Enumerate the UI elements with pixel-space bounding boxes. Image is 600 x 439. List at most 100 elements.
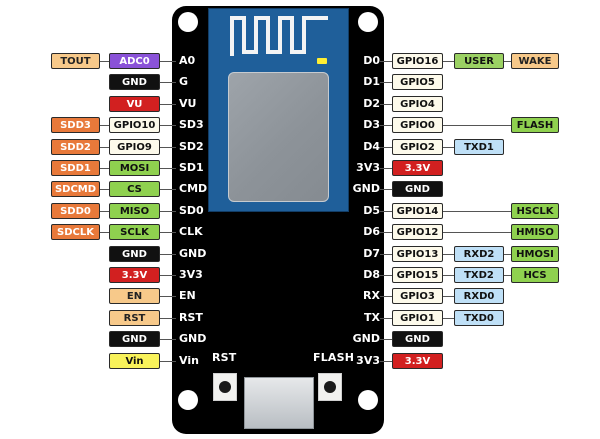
connector-line	[380, 360, 392, 362]
left-pin-label: MOSI	[109, 160, 160, 176]
left-pin-label: RST	[109, 309, 160, 326]
status-led	[317, 58, 327, 64]
left-pin-name: GND	[179, 332, 207, 346]
right-pin-label: GPIO2	[392, 138, 443, 155]
right-pin-label: 3.3V	[392, 352, 443, 369]
connector-line	[160, 317, 176, 319]
connector-line	[160, 82, 176, 84]
right-pin-name: D4	[363, 139, 380, 153]
left-pin-name: CMD	[179, 182, 208, 196]
left-pin-label: 3.3V	[109, 267, 160, 283]
connector-line	[380, 168, 392, 169]
connector-line	[160, 339, 176, 341]
connector-line	[160, 61, 176, 62]
connector-line	[380, 253, 392, 255]
connector-line	[380, 339, 392, 341]
right-pin-label: TXD0	[454, 309, 504, 326]
right-pin-label: TXD2	[454, 267, 504, 283]
connector-line	[160, 125, 176, 127]
left-pin-name: A0	[179, 54, 196, 67]
connector-line	[160, 253, 176, 255]
mounting-hole	[178, 12, 198, 32]
right-pin-name: RX	[363, 289, 380, 303]
left-pin-name: SD3	[179, 118, 204, 132]
right-pin-label: GPIO0	[392, 117, 443, 134]
connector-line	[380, 189, 392, 191]
right-pin-label: GPIO12	[392, 224, 443, 241]
left-pin-name: CLK	[179, 225, 203, 239]
rst-button[interactable]	[213, 373, 237, 401]
left-pin-label: VU	[109, 95, 160, 112]
left-pin-name: SD0	[179, 203, 204, 217]
right-pin-label: WAKE	[511, 53, 559, 69]
right-pin-name: D7	[363, 246, 380, 260]
left-pin-name: EN	[179, 289, 196, 303]
left-pin-name: VU	[179, 96, 197, 110]
connector-line	[160, 232, 176, 234]
right-pin-label: HSCLK	[511, 202, 559, 219]
rst-button-label: RST	[212, 351, 237, 364]
connector-line	[443, 146, 454, 148]
usb-port	[244, 377, 314, 429]
right-pin-name: D5	[363, 203, 380, 217]
left-pin-label: SDCLK	[51, 224, 100, 241]
left-pin-label: SDD1	[51, 160, 100, 176]
left-pin-name: SD2	[179, 139, 204, 153]
connector-line	[380, 82, 392, 84]
left-pin-label: MISO	[109, 202, 160, 219]
right-pin-label: HCS	[511, 267, 559, 283]
connector-line	[504, 61, 511, 62]
connector-line	[160, 210, 176, 212]
connector-line	[100, 168, 109, 169]
connector-line	[160, 296, 176, 298]
connector-line	[380, 103, 392, 105]
left-pin-label: SCLK	[109, 224, 160, 241]
right-pin-label: 3.3V	[392, 160, 443, 176]
connector-line	[100, 146, 109, 148]
right-pin-label: GPIO4	[392, 95, 443, 112]
connector-line	[380, 61, 392, 62]
connector-line	[380, 146, 392, 148]
connector-line	[160, 360, 176, 362]
right-pin-label: GND	[392, 331, 443, 348]
connector-line	[380, 296, 392, 298]
connector-line	[160, 146, 176, 148]
connector-line	[443, 210, 511, 212]
flash-button[interactable]	[318, 373, 342, 401]
mounting-hole	[178, 390, 198, 410]
flash-button-label: FLASH	[313, 351, 355, 364]
left-pin-label: ADC0	[109, 53, 160, 69]
left-pin-label: GPIO10	[109, 117, 160, 134]
rf-shield	[228, 72, 329, 202]
left-pin-label: SDD0	[51, 202, 100, 219]
connector-line	[100, 61, 109, 62]
connector-line	[443, 61, 454, 62]
left-pin-label: EN	[109, 288, 160, 305]
right-pin-label: GPIO1	[392, 309, 443, 326]
left-pin-label: GND	[109, 331, 160, 348]
mounting-hole	[358, 390, 378, 410]
right-pin-name: D2	[363, 96, 380, 110]
right-pin-label: RXD2	[454, 245, 504, 262]
left-pin-name: RST	[179, 310, 203, 324]
connector-line	[100, 232, 109, 234]
right-pin-label: GND	[392, 181, 443, 198]
left-pin-name: SD1	[179, 161, 204, 174]
connector-line	[380, 125, 392, 127]
connector-line	[160, 275, 176, 276]
connector-line	[504, 253, 511, 255]
connector-line	[443, 275, 454, 276]
left-pin-label: SDCMD	[51, 181, 100, 198]
connector-line	[100, 125, 109, 127]
connector-line	[443, 232, 511, 234]
connector-line	[443, 317, 454, 319]
right-pin-name: D3	[363, 118, 380, 132]
right-pin-label: GPIO15	[392, 267, 443, 283]
connector-line	[380, 232, 392, 234]
left-pin-name: G	[179, 75, 189, 89]
right-pin-label: GPIO14	[392, 202, 443, 219]
left-pin-name: 3V3	[179, 268, 203, 281]
left-pin-label: SDD3	[51, 117, 100, 134]
right-pin-name: TX	[364, 310, 380, 324]
right-pin-name: 3V3	[356, 161, 380, 174]
